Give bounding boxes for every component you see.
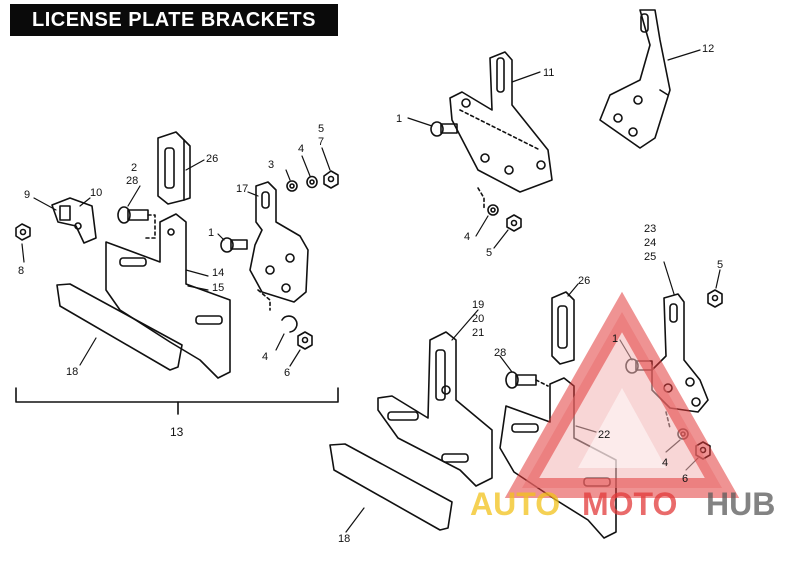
- part-8-nut: [15, 223, 31, 241]
- part-labels: 1 11 12 26 2 28 9 10 8 1 17 3 4 5 7 14 1…: [18, 43, 723, 545]
- label-19: 19: [472, 299, 484, 311]
- label-13: 13: [170, 425, 184, 439]
- part-26-strip-left: [157, 131, 191, 205]
- label-5-mid: 5: [318, 123, 324, 135]
- part-17-bracket: [249, 181, 309, 311]
- label-23: 23: [644, 223, 656, 235]
- label-20: 20: [472, 313, 484, 325]
- label-21: 21: [472, 327, 484, 339]
- label-6-mid: 6: [284, 367, 290, 379]
- part-28-bolt-left: [117, 206, 156, 239]
- label-4-mid: 4: [298, 143, 304, 155]
- part-18-plate-left: [56, 283, 183, 371]
- label-12: 12: [702, 43, 714, 55]
- label-26-right: 26: [578, 275, 590, 287]
- label-24: 24: [644, 237, 656, 249]
- label-28-left: 28: [126, 175, 138, 187]
- part-1-screw-mid: [220, 237, 248, 253]
- label-1-right: 1: [612, 333, 618, 345]
- part-1-screw-top: [430, 121, 458, 137]
- label-26-left: 26: [206, 153, 218, 165]
- label-7: 7: [318, 136, 324, 148]
- label-3: 3: [268, 159, 274, 171]
- label-2: 2: [131, 162, 137, 174]
- part-4-6-fasteners-mid: [281, 315, 313, 350]
- label-1-mid: 1: [208, 227, 214, 239]
- label-6-right: 6: [682, 473, 688, 485]
- label-11: 11: [543, 67, 554, 79]
- label-5-top: 5: [486, 247, 492, 259]
- part-5-nut-right: [707, 289, 723, 308]
- label-4-right: 4: [662, 457, 668, 469]
- label-17: 17: [236, 183, 248, 195]
- watermark-logo: [504, 291, 740, 498]
- part-10-clip: [51, 197, 97, 244]
- label-22: 22: [598, 429, 610, 441]
- part-3-4-5-fasteners-mid: [286, 170, 339, 192]
- part-11-bracket: [449, 51, 553, 193]
- watermark-text-hub: HUB: [706, 486, 775, 522]
- label-15: 15: [212, 282, 224, 294]
- watermark-text-moto: MOTO: [582, 486, 677, 522]
- part-4-5-fasteners-top: [477, 187, 522, 232]
- part-26-strip-right: [551, 291, 575, 365]
- label-1-top: 1: [396, 113, 402, 125]
- part-28-bolt-right: [505, 371, 549, 389]
- label-14: 14: [212, 267, 224, 279]
- part-13-grouping-bracket: [15, 387, 339, 415]
- label-9: 9: [24, 189, 30, 201]
- part-18-plate-right: [329, 443, 453, 531]
- label-4-lower: 4: [262, 351, 268, 363]
- label-18-left: 18: [66, 366, 78, 378]
- label-5-right: 5: [717, 259, 723, 271]
- part-12-bracket: [599, 9, 671, 149]
- label-4-top: 4: [464, 231, 470, 243]
- label-18-right: 18: [338, 533, 350, 545]
- diagram-title: LICENSE PLATE BRACKETS: [10, 4, 338, 36]
- label-10: 10: [90, 187, 102, 199]
- label-25: 25: [644, 251, 656, 263]
- watermark-text-auto: AUTO: [470, 486, 560, 522]
- label-8: 8: [18, 265, 24, 277]
- label-28-right: 28: [494, 347, 506, 359]
- part-19-21-holder: [377, 331, 493, 487]
